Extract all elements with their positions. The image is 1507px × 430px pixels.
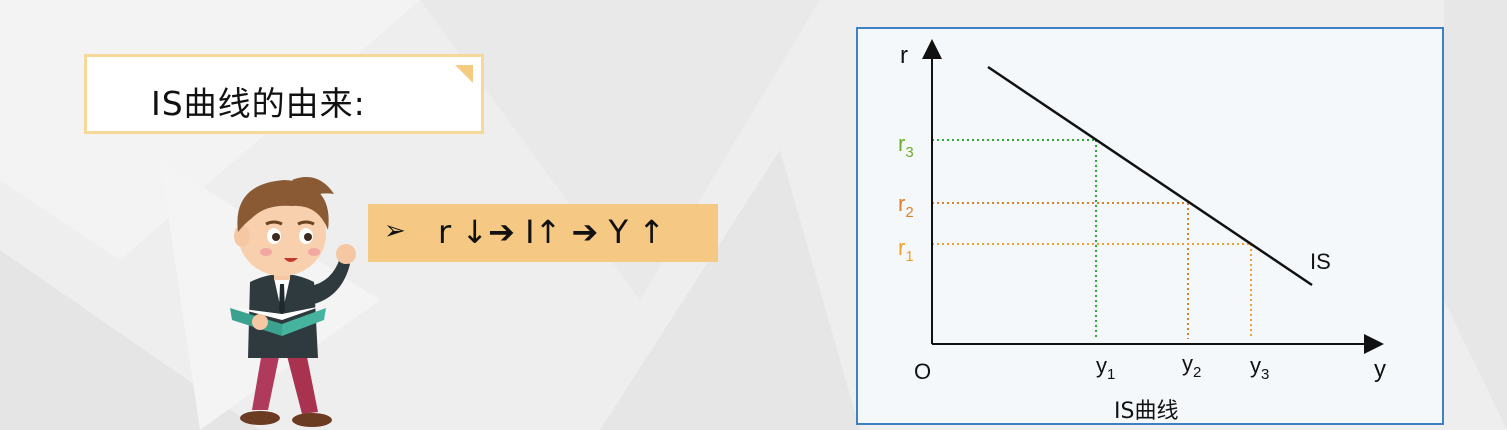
y1-label: y1 <box>1096 353 1115 383</box>
diagram-caption: IS曲线 <box>1114 399 1178 423</box>
formula-bar: ➢ r ↓➔ I↑ ➔ Y ↑ <box>368 204 718 262</box>
y-axis-label: r <box>900 42 908 69</box>
is-curve-diagram: r y O IS r3 r2 r1 y1 y2 y3 IS曲线 <box>898 39 1386 423</box>
formula-text: r ↓➔ I↑ ➔ Y ↑ <box>438 213 666 251</box>
y2-label: y2 <box>1182 351 1201 381</box>
is-curve-line <box>987 65 1313 287</box>
arrow-bullet-icon: ➢ <box>384 216 406 246</box>
origin-label: O <box>914 359 931 384</box>
x-axis-label: y <box>1374 356 1386 383</box>
teacher-character-illustration <box>230 177 356 427</box>
title-text: IS曲线的由来: <box>151 84 366 123</box>
r3-label: r3 <box>898 131 914 161</box>
r1-label: r1 <box>898 235 914 265</box>
title-box: IS曲线的由来: <box>84 54 484 134</box>
is-curve-diagram-panel: r y O IS r3 r2 r1 y1 y2 y3 IS曲线 <box>856 27 1444 425</box>
y3-label: y3 <box>1250 353 1269 383</box>
is-curve-label: IS <box>1310 249 1331 274</box>
title-corner-triangle <box>455 65 473 83</box>
r2-label: r2 <box>898 191 914 221</box>
